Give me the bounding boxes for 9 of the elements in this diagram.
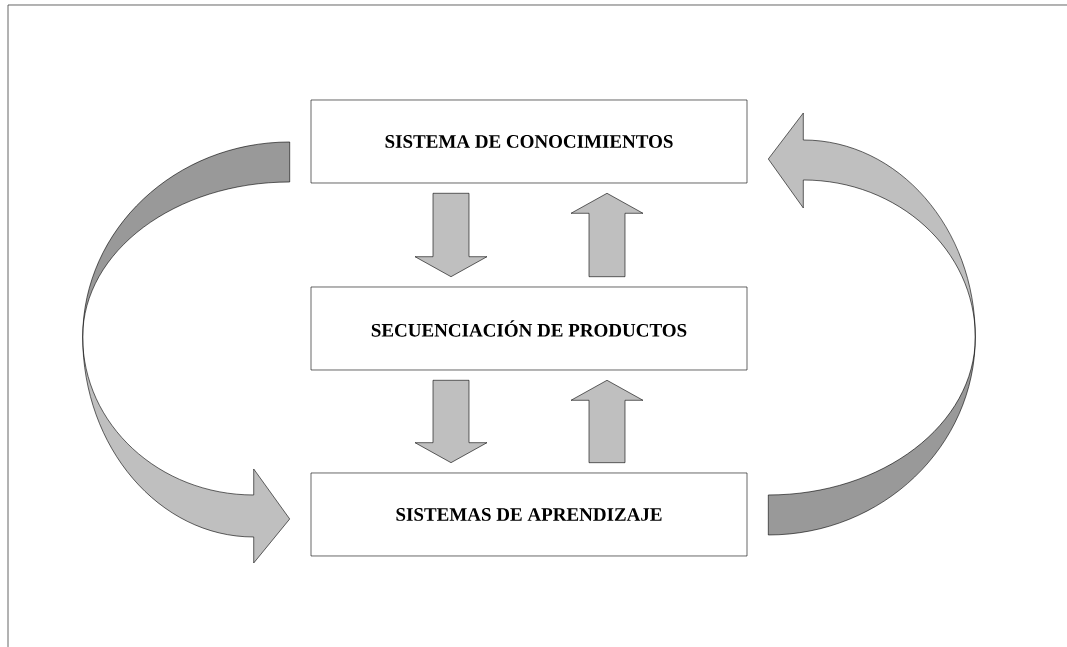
process-box: SISTEMA DE CONOCIMIENTOS — [310, 99, 748, 184]
block-arrow — [570, 193, 644, 277]
block-arrow — [414, 379, 488, 463]
process-box: SISTEMAS DE APRENDIZAJE — [310, 472, 748, 557]
curved-arrow — [82, 141, 290, 564]
curved-arrow — [768, 112, 976, 536]
block-arrow — [570, 379, 644, 463]
block-arrow — [414, 193, 488, 277]
process-box: SECUENCIACIÓN DE PRODUCTOS — [310, 286, 748, 371]
